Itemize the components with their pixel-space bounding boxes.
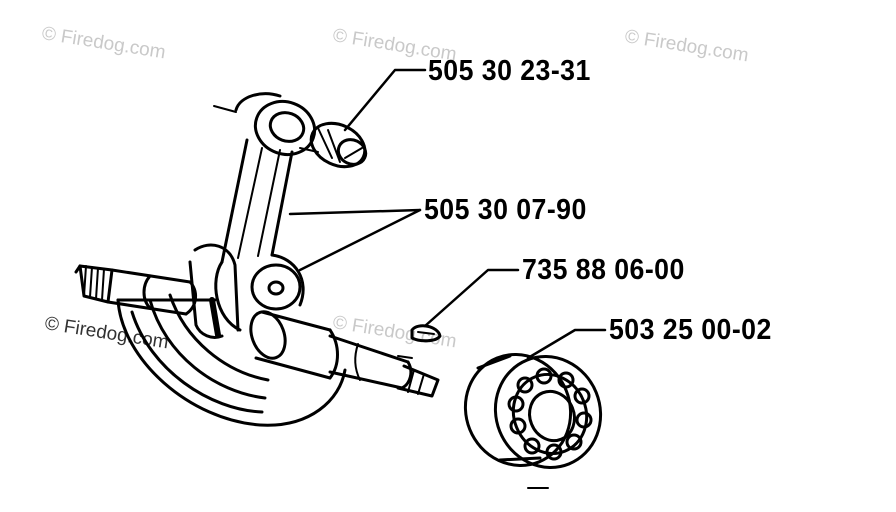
part-number-label: 735 88 06-00 xyxy=(522,254,685,286)
crank-web xyxy=(116,243,347,427)
woodruff-key xyxy=(410,324,442,343)
left-shaft xyxy=(74,264,197,316)
right-shaft xyxy=(249,310,440,398)
ball-bearing xyxy=(463,353,603,489)
part-number-label: 503 25 00-02 xyxy=(609,314,772,346)
leader-lines xyxy=(288,68,607,360)
part-number-label: 505 30 07-90 xyxy=(424,194,587,226)
part-number-label: 505 30 23-31 xyxy=(428,55,591,87)
connecting-rod xyxy=(213,92,319,332)
